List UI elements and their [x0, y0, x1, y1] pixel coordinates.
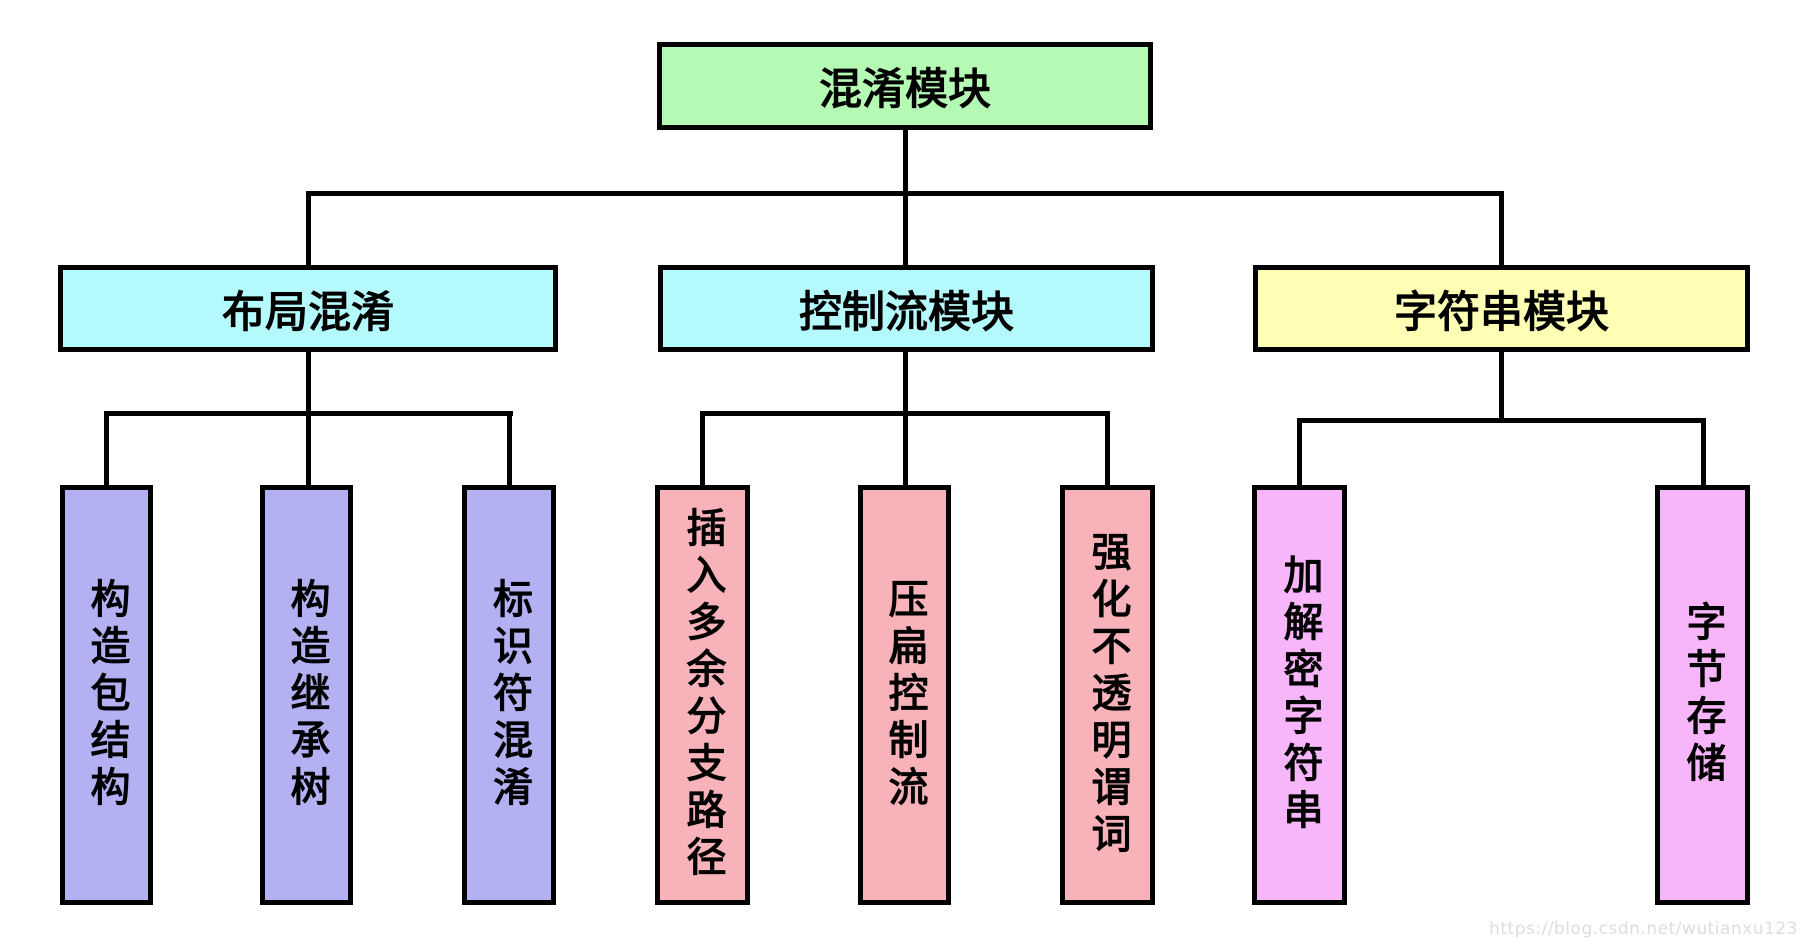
node-obfuscation-module: 混淆模块	[657, 42, 1153, 130]
node-string-module: 字符串模块	[1253, 265, 1750, 352]
leaf-construct-inheritance-tree: 构造继承树	[260, 485, 353, 905]
leaf-flatten-control-flow: 压扁控制流	[858, 485, 951, 905]
connector-layout-horizontal	[104, 411, 513, 416]
leaf-construct-inheritance-tree-label: 构造继承树	[283, 577, 330, 813]
leaf-insert-redundant-branch-paths-label: 插入多余分支路径	[679, 507, 726, 883]
node-obfuscation-module-label: 混淆模块	[819, 65, 991, 115]
connector-to-construct-package-structure	[104, 411, 109, 485]
node-control-flow-module-label: 控制流模块	[799, 287, 1014, 338]
connector-to-insert-redundant-branch-paths	[700, 411, 705, 485]
leaf-flatten-control-flow-label: 压扁控制流	[881, 577, 928, 813]
leaf-string-encryption-decryption: 加解密字符串	[1252, 485, 1347, 905]
leaf-strengthen-opaque-predicates-label: 强化不透明谓词	[1084, 530, 1131, 860]
connector-root-to-control-flow-vertical	[903, 130, 908, 265]
connector-control-flow-horizontal	[700, 411, 1110, 416]
leaf-strengthen-opaque-predicates: 强化不透明谓词	[1060, 485, 1155, 905]
node-layout-obfuscation: 布局混淆	[58, 265, 558, 352]
connector-to-strengthen-opaque-predicates	[1105, 411, 1110, 485]
connector-to-layout-obfuscation-vertical	[306, 191, 311, 265]
connector-level1-horizontal	[306, 191, 1504, 196]
leaf-insert-redundant-branch-paths: 插入多余分支路径	[655, 485, 750, 905]
connector-control-flow-mid-vertical	[903, 352, 908, 485]
connector-string-horizontal	[1297, 418, 1706, 423]
connector-layout-mid-vertical	[306, 352, 311, 485]
leaf-string-encryption-decryption-label: 加解密字符串	[1276, 554, 1323, 836]
leaf-identifier-obfuscation: 标识符混淆	[462, 485, 556, 905]
leaf-identifier-obfuscation-label: 标识符混淆	[486, 577, 532, 813]
connector-string-mid-vertical	[1499, 352, 1504, 423]
leaf-construct-package-structure-label: 构造包结构	[83, 577, 130, 813]
connector-to-byte-storage	[1701, 418, 1706, 485]
connector-to-identifier-obfuscation	[507, 411, 512, 485]
node-layout-obfuscation-label: 布局混淆	[222, 287, 394, 338]
connector-to-string-module-vertical	[1499, 191, 1504, 265]
node-control-flow-module: 控制流模块	[658, 265, 1155, 352]
leaf-construct-package-structure: 构造包结构	[60, 485, 153, 905]
leaf-byte-storage-label: 字节存储	[1679, 601, 1726, 789]
leaf-byte-storage: 字节存储	[1655, 485, 1750, 905]
connector-to-string-encryption-decryption	[1297, 418, 1302, 485]
watermark-url: https://blog.csdn.net/wutianxu123	[1489, 919, 1798, 939]
node-string-module-label: 字符串模块	[1394, 287, 1609, 338]
